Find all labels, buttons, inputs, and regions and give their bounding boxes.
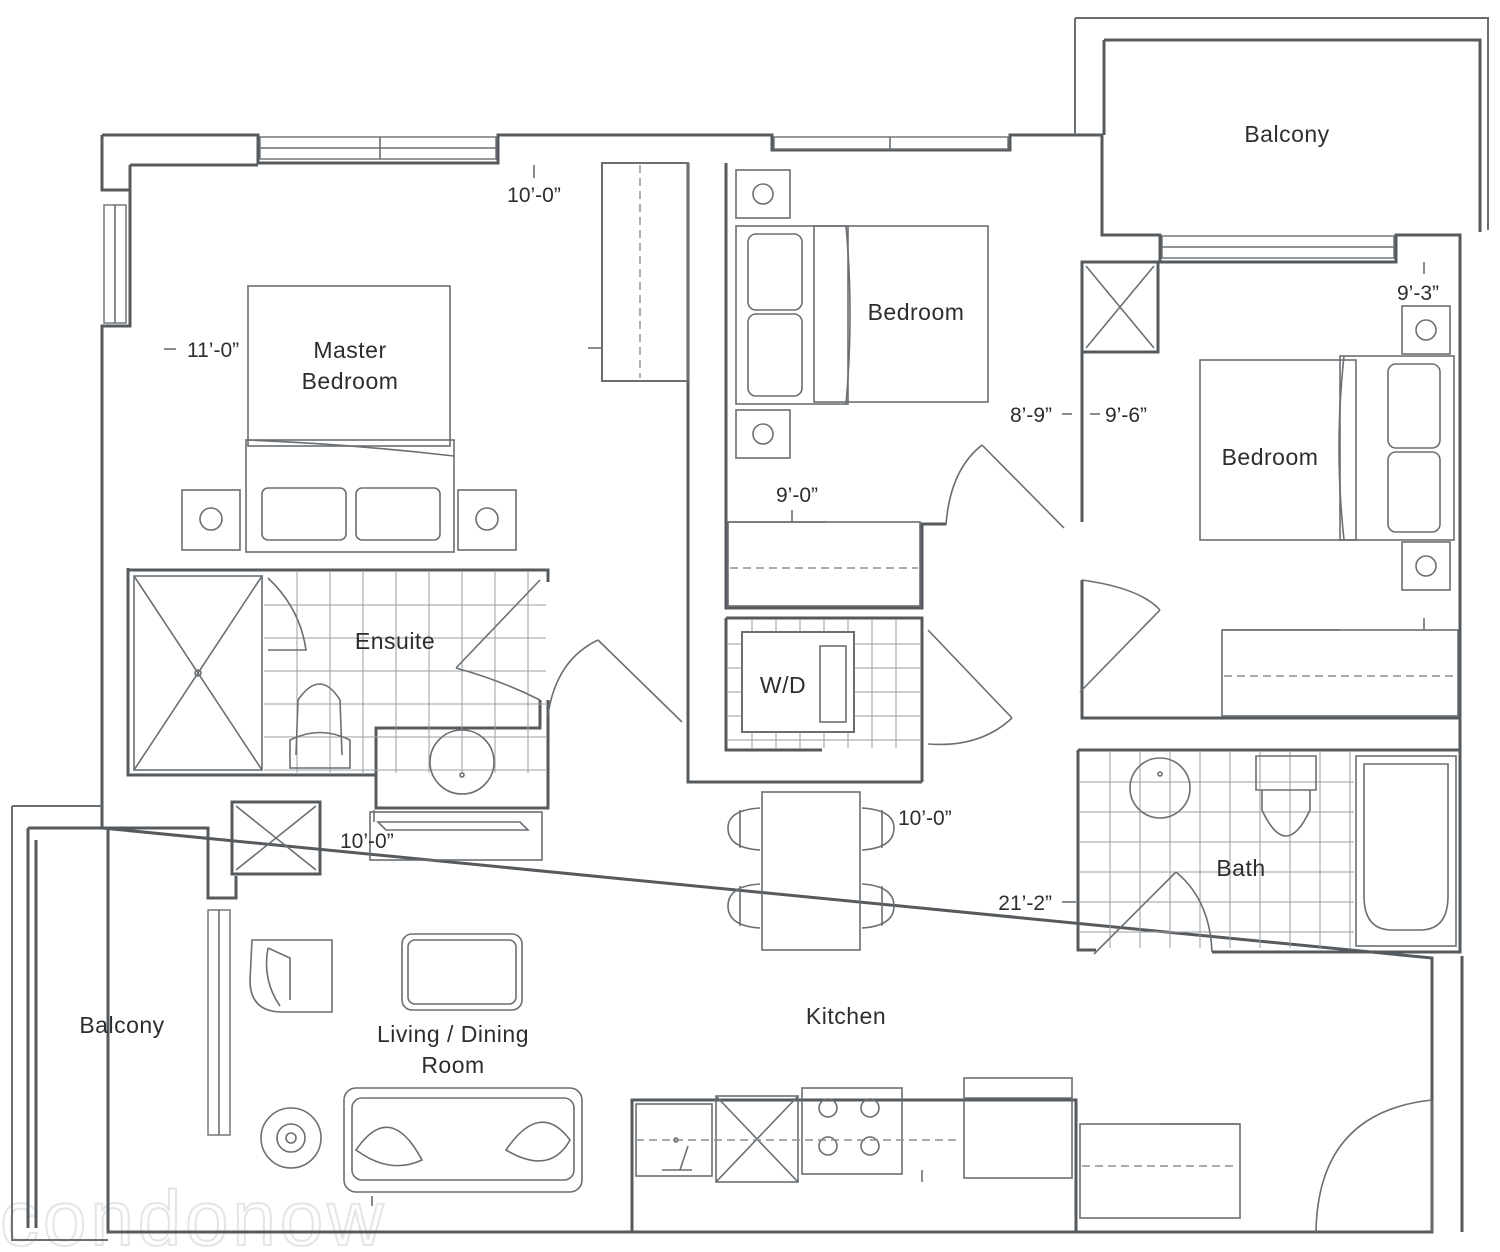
- bath-label: Bath: [1216, 855, 1265, 881]
- bath: Bath 21’-2”: [998, 752, 1457, 955]
- balcony-top-label: Balcony: [1244, 121, 1329, 147]
- living-label-2: Room: [421, 1052, 484, 1078]
- bedroom-center: Bedroom 9’-0” 8’-9”: [727, 169, 1100, 607]
- watermark: condonow: [0, 1174, 388, 1252]
- bedroom-center-label: Bedroom: [868, 299, 965, 325]
- bedroom-center-width-dim: 9’-0”: [776, 484, 818, 507]
- bedroom-right-label: Bedroom: [1222, 444, 1319, 470]
- ensuite: Ensuite 10’-0”: [264, 572, 546, 861]
- ensuite-label: Ensuite: [355, 628, 435, 654]
- bedroom-right: Bedroom 9’-6” 9’-3”: [1079, 262, 1459, 717]
- wd-label: W/D: [760, 672, 806, 698]
- bedroom-right-depth-dim: 9’-6”: [1105, 404, 1147, 427]
- master-bedroom-label-1: Master: [313, 337, 386, 363]
- master-width-dim: 10’-0”: [507, 184, 561, 207]
- balcony-left-label: Balcony: [79, 1012, 164, 1038]
- master-depth-dim: 11’-0”: [187, 339, 239, 362]
- kitchen-width-dim: 10’-0”: [898, 807, 952, 830]
- master-bedroom-label-2: Bedroom: [302, 368, 399, 394]
- laundry: W/D: [728, 620, 1013, 748]
- unit-depth-dim: 21’-2”: [998, 892, 1052, 915]
- living-label-1: Living / Dining: [377, 1021, 529, 1047]
- master-bedroom: Master Bedroom 11’-0” 10’-0”: [164, 165, 683, 723]
- living-dining: Living / Dining Room: [249, 933, 583, 1206]
- bedroom-center-depth-dim: 8’-9”: [1010, 404, 1052, 427]
- kitchen-label: Kitchen: [806, 1003, 886, 1029]
- balcony-left: Balcony: [11, 805, 164, 1241]
- balcony-top: Balcony: [1074, 17, 1489, 232]
- windows: [103, 136, 1395, 1136]
- interior-walls: [102, 162, 1462, 952]
- bedroom-right-width-dim: 9’-3”: [1397, 282, 1439, 305]
- kitchen-dining: 10’-0” Kitchen: [630, 791, 1433, 1233]
- living-width-dim: 10’-0”: [340, 830, 394, 853]
